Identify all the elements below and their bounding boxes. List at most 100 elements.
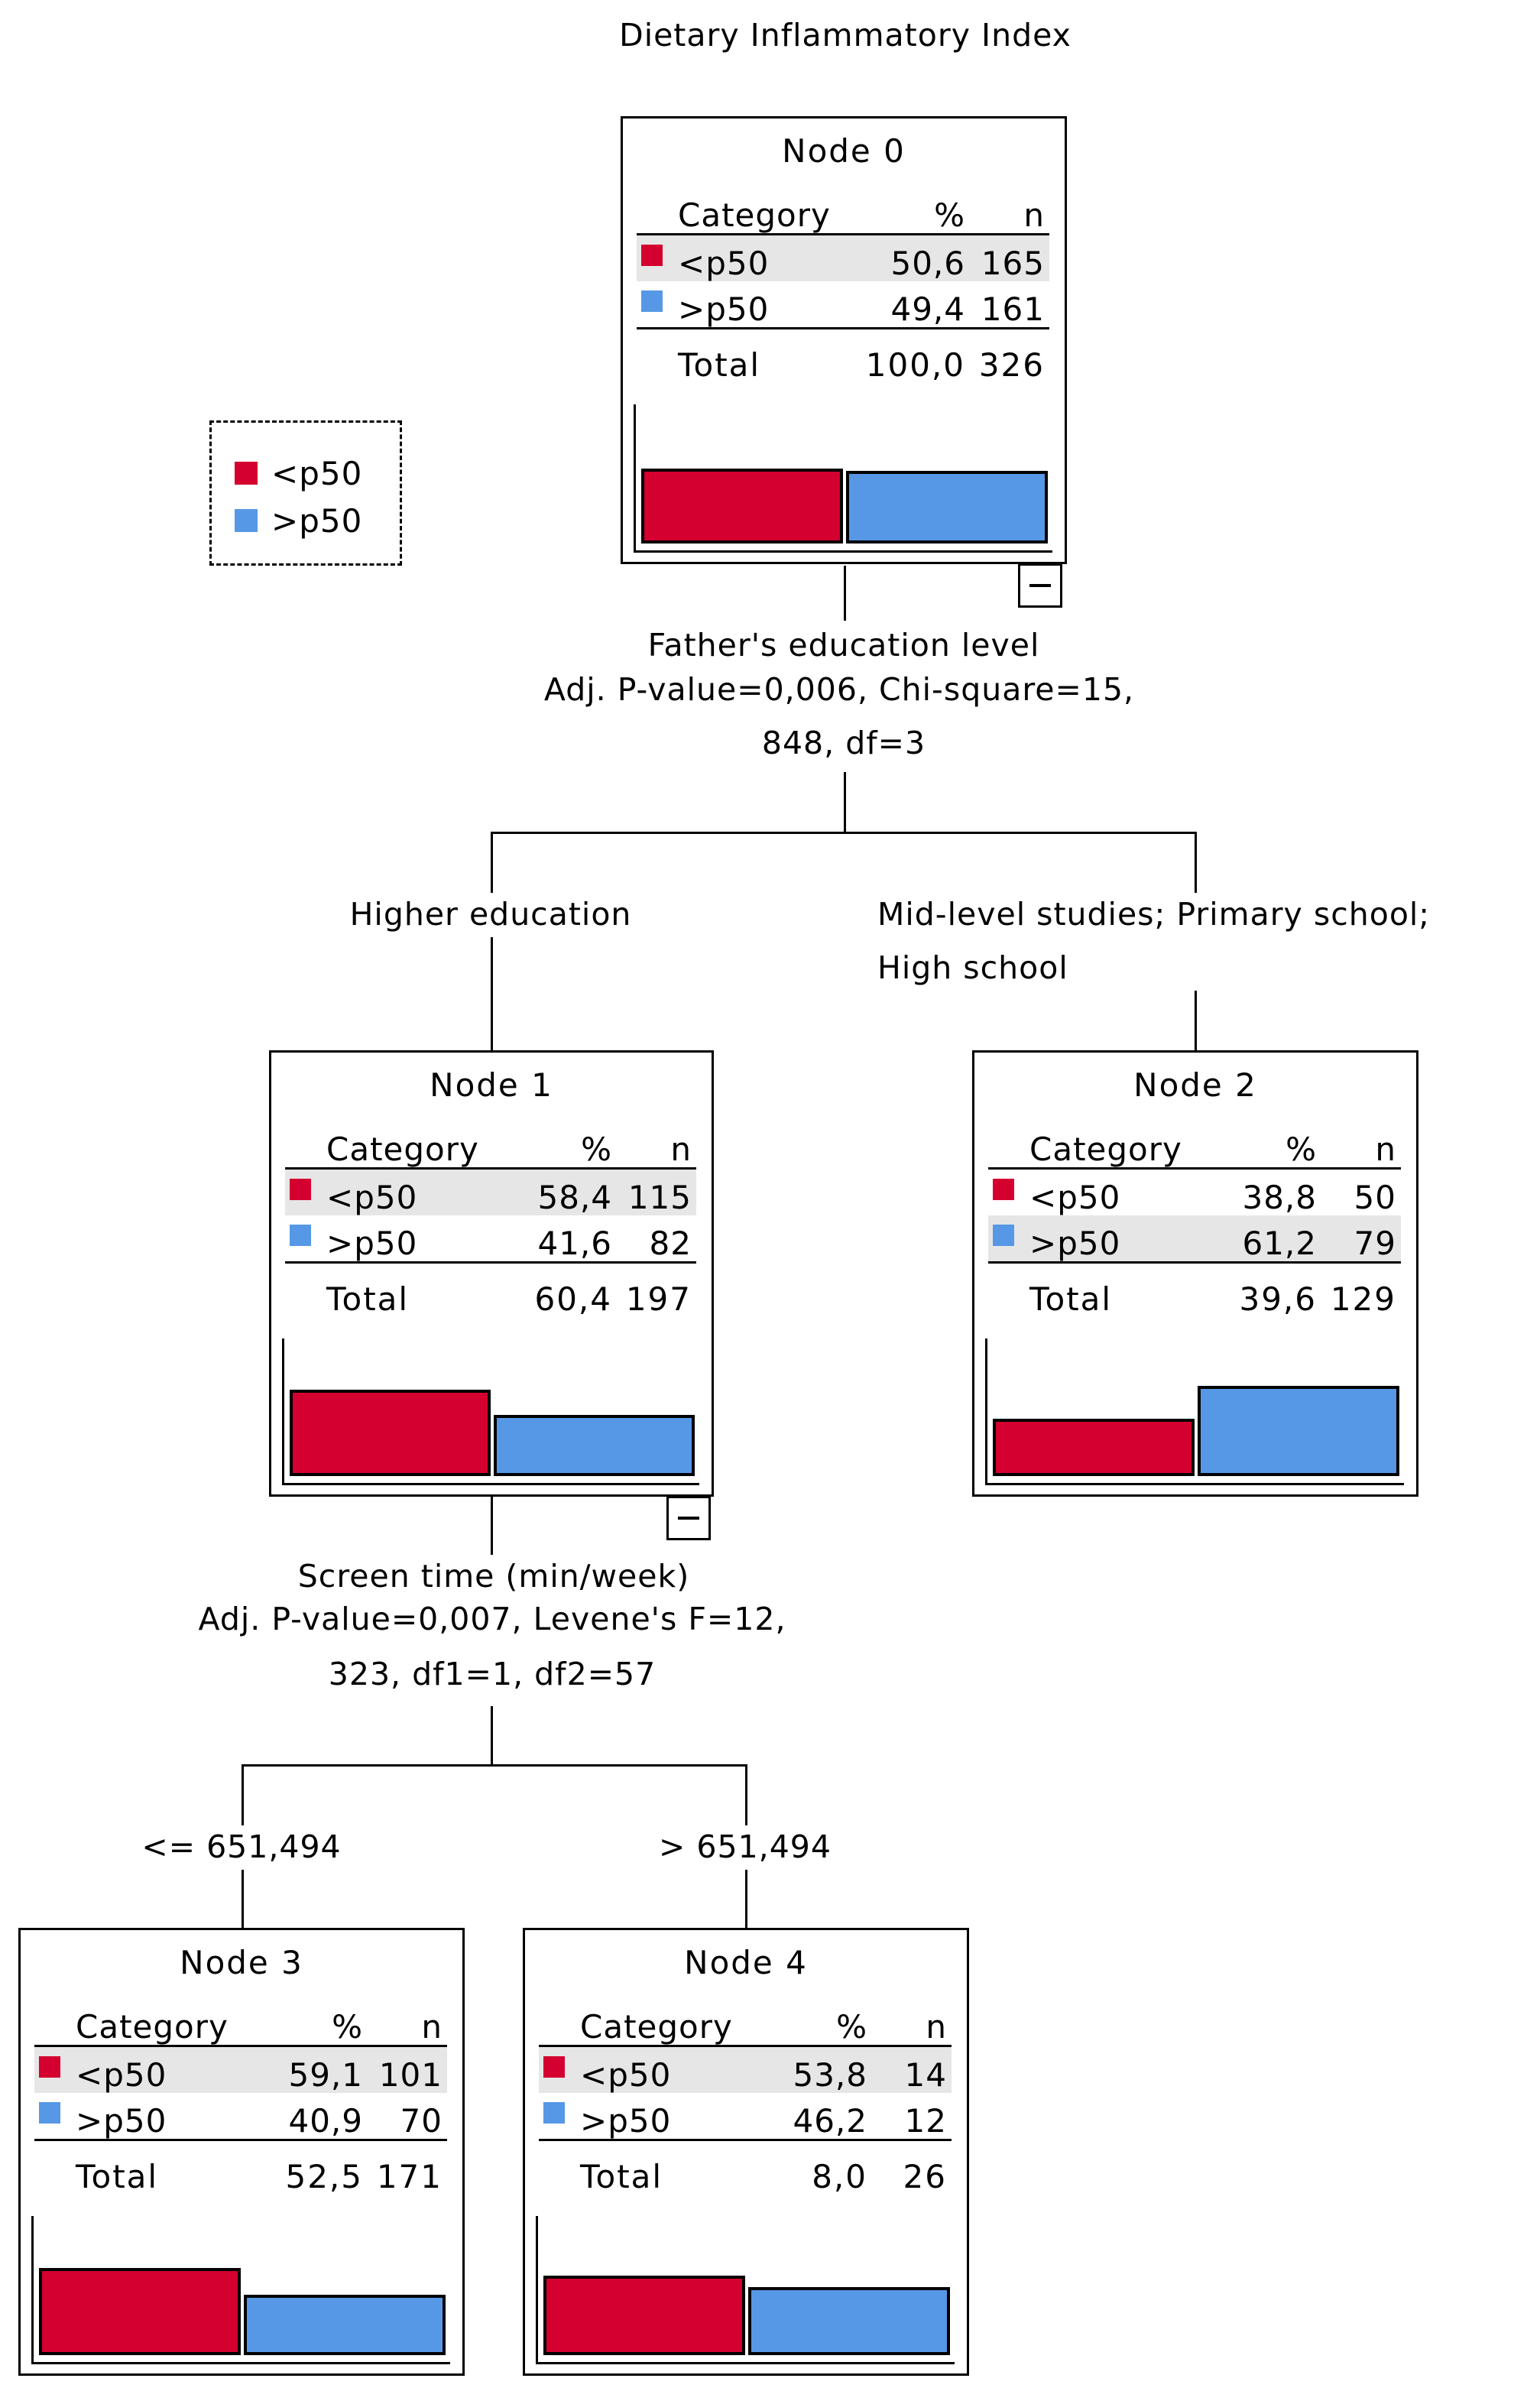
total-percent: 52,5: [285, 2158, 363, 2195]
branch-label: > 651,494: [659, 1828, 832, 1865]
legend-item-gt-p50: >p50: [235, 502, 362, 540]
collapse-node-1-button[interactable]: [666, 1496, 711, 1540]
node-table-header: Category%n: [34, 1999, 447, 2047]
node-table-header: Category%n: [539, 1999, 952, 2047]
category-percent: 53,8: [793, 2056, 867, 2094]
branch-label: <= 651,494: [141, 1828, 342, 1865]
category-percent: 46,2: [793, 2102, 867, 2140]
collapse-node-0-button[interactable]: [1018, 563, 1062, 608]
connector: [1195, 991, 1197, 1050]
header-category: Category: [76, 2008, 229, 2046]
bar-chart-axis: [536, 2362, 955, 2364]
bar-lt-p50: [290, 1390, 491, 1476]
category-label: >p50: [1029, 1225, 1121, 1262]
header-category: Category: [580, 2008, 733, 2046]
header-percent: %: [1285, 1131, 1317, 1168]
category-label: >p50: [76, 2102, 167, 2140]
category-count: 50: [1354, 1179, 1396, 1216]
header-n: n: [421, 2008, 443, 2046]
category-percent: 61,2: [1242, 1225, 1317, 1262]
node-title: Node 3: [180, 1944, 303, 1981]
bar-gt-p50: [244, 2295, 446, 2355]
category-swatch: [641, 290, 663, 312]
total-label: Total: [76, 2158, 159, 2195]
category-label: <p50: [1029, 1179, 1121, 1216]
category-swatch: [39, 2102, 60, 2124]
total-label: Total: [326, 1280, 410, 1318]
category-count: 14: [904, 2056, 947, 2094]
category-count: 161: [981, 290, 1045, 328]
diagram-title: Dietary Inflammatory Index: [619, 17, 1072, 54]
category-percent: 59,1: [288, 2056, 363, 2094]
bar-chart-axis: [282, 1483, 699, 1485]
category-swatch: [993, 1179, 1014, 1200]
total-percent: 39,6: [1239, 1280, 1317, 1318]
bar-gt-p50: [846, 471, 1048, 543]
bar-chart-axis: [985, 1483, 1404, 1485]
legend-swatch-gt-p50: [235, 508, 258, 532]
category-count: 101: [378, 2056, 443, 2094]
category-swatch: [290, 1179, 311, 1200]
bar-chart-axis: [31, 2216, 34, 2364]
category-label: >p50: [678, 290, 770, 328]
total-label: Total: [1029, 1280, 1113, 1318]
bar-gt-p50: [748, 2287, 950, 2355]
connector: [1195, 832, 1197, 893]
connector: [844, 772, 846, 833]
legend-label-gt-p50: >p50: [271, 502, 363, 540]
category-count: 70: [400, 2102, 443, 2140]
header-n: n: [670, 1131, 692, 1168]
bar-gt-p50: [1198, 1386, 1399, 1476]
category-count: 115: [627, 1179, 692, 1216]
category-swatch: [290, 1225, 311, 1246]
connector: [745, 1764, 747, 1825]
category-count: 165: [981, 245, 1045, 282]
total-percent: 60,4: [534, 1280, 612, 1318]
node-title: Node 0: [782, 132, 906, 170]
split-statistics: Adj. P-value=0,007, Levene's F=12,: [198, 1601, 786, 1637]
node-table-header: Category%n: [637, 187, 1049, 235]
split-statistics: Adj. P-value=0,006, Chi-square=15,: [543, 671, 1135, 708]
branch-label: Higher education: [349, 896, 632, 933]
node-table-header: Category%n: [988, 1121, 1401, 1170]
connector: [491, 937, 493, 1050]
bar-chart-axis: [985, 1338, 987, 1485]
node-table-header: Category%n: [285, 1121, 696, 1170]
bar-lt-p50: [39, 2268, 241, 2355]
bar-chart-axis: [282, 1338, 284, 1485]
category-count: 82: [649, 1225, 692, 1262]
bar-lt-p50: [641, 469, 843, 543]
node-bar-chart: [31, 2216, 450, 2364]
branch-label: Mid-level studies; Primary school;: [877, 896, 1431, 933]
connector: [491, 832, 493, 893]
node-bar-chart: [536, 2216, 955, 2364]
node-title: Node 4: [684, 1944, 808, 1981]
bar-chart-axis: [634, 404, 636, 553]
header-category: Category: [326, 1131, 479, 1168]
category-count: 12: [904, 2102, 947, 2140]
bar-chart-axis: [31, 2362, 450, 2364]
bar-chart-axis: [536, 2216, 538, 2364]
bar-gt-p50: [494, 1415, 695, 1476]
split-variable: Father's education level: [647, 627, 1040, 664]
total-count: 326: [978, 346, 1045, 384]
